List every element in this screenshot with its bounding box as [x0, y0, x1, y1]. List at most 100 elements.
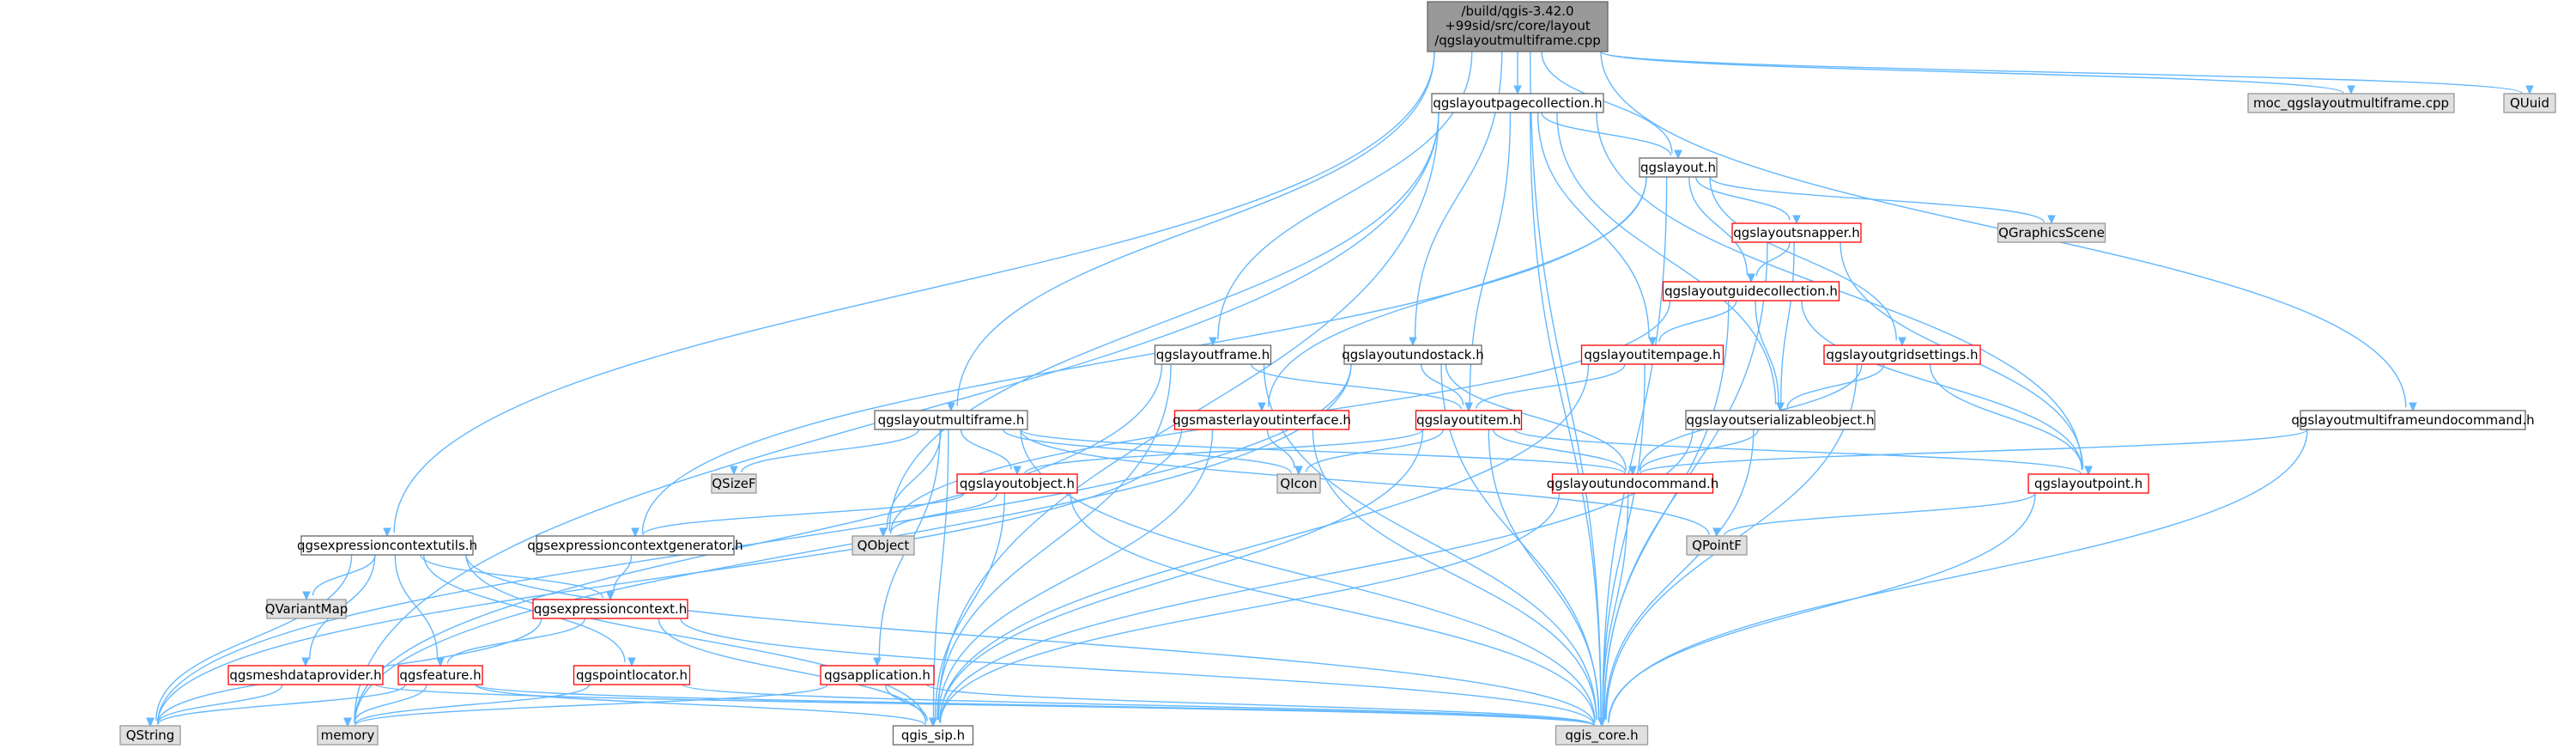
edge-application-to-memory [343, 684, 828, 728]
node-label: QIcon [1280, 476, 1317, 491]
node-label: qgis_core.h [1565, 728, 1638, 744]
node-qsizef[interactable]: QSizeF [711, 473, 757, 494]
node-label: QPointF [1692, 538, 1742, 553]
edge-gridsettings-to-serializable [1776, 363, 1885, 412]
node-label-line: +99sid/src/core/layout [1445, 18, 1591, 33]
node-sip[interactable]: qgis_sip.h [892, 725, 974, 746]
node-label: qgsexpressioncontextutils.h [297, 538, 477, 553]
node-point[interactable]: qgslayoutpoint.h [2027, 473, 2149, 494]
edge-pagecoll-to-serializable [1556, 112, 1785, 412]
node-undocmd[interactable]: qgslayoutundocommand.h [1547, 473, 1719, 494]
edge-undocmd-to-core [1597, 492, 1629, 728]
node-qpointf[interactable]: QPointF [1686, 535, 1748, 556]
edge-item-to-qicon [1294, 429, 1444, 476]
node-qgscene[interactable]: QGraphicsScene [1997, 222, 2106, 243]
edge-layer [146, 51, 2534, 728]
node-meshdp[interactable]: qgsmeshdataprovider.h [227, 665, 384, 685]
edge-pagecoll-to-itempage [1537, 112, 1657, 347]
node-serializable[interactable]: qgslayoutserializableobject.h [1685, 410, 1876, 430]
edge-application-to-sip [885, 684, 937, 728]
edge-snapper-to-serializable [1776, 241, 1795, 412]
node-qstring[interactable]: QString [119, 725, 181, 746]
node-label: qgslayoutitem.h [1416, 412, 1521, 428]
edge-feature-to-qstring [146, 684, 406, 728]
edge-ctxutils-to-qvariantmap [302, 554, 376, 601]
edge-ctxutils-to-exprctx [420, 554, 615, 601]
node-label-line: /qgslayoutmultiframe.cpp [1434, 33, 1601, 48]
edge-root-to-ctxutils [383, 51, 1435, 538]
node-multiframe[interactable]: qgslayoutmultiframe.h [874, 410, 1028, 430]
edge-point-to-core [1597, 492, 2036, 728]
node-frame[interactable]: qgslayoutframe.h [1154, 344, 1272, 365]
edge-undocmd-to-sip [929, 492, 1561, 728]
node-label: qgis_sip.h [901, 728, 965, 744]
node-qvariantmap[interactable]: QVariantMap [265, 599, 349, 619]
edge-multiframe-to-qicon [1003, 429, 1303, 476]
node-label: qgsmasterlayoutinterface.h [1173, 412, 1351, 428]
edge-item-to-point [1513, 429, 2093, 476]
node-masterif[interactable]: qgsmasterlayoutinterface.h [1173, 410, 1351, 430]
node-mfundocmd[interactable]: qgslayoutmultiframeundocommand.h [2291, 410, 2535, 430]
node-label: qgsexpressioncontextgenerator.h [527, 538, 742, 553]
node-label: memory [321, 728, 375, 743]
edge-layout-to-qgscene [1709, 176, 2056, 225]
edge-root-to-pagecoll [1513, 52, 1522, 95]
node-label: QSizeF [712, 476, 755, 491]
edge-root-to-multiframe [947, 51, 1435, 412]
edge-pagecoll-to-layout [1541, 112, 1682, 160]
node-layout[interactable]: qgslayout.h [1639, 157, 1718, 178]
node-quuid[interactable]: QUuid [2503, 93, 2556, 113]
edge-item-to-undocmd [1492, 429, 1637, 476]
edge-layout-to-snapper [1695, 176, 1801, 225]
edge-item-to-layoutobject [1013, 429, 1424, 476]
node-label: qgslayoutserializableobject.h [1686, 412, 1874, 428]
node-snapper[interactable]: qgslayoutsnapper.h [1731, 222, 1862, 243]
node-label: qgslayoutframe.h [1156, 347, 1270, 362]
edge-ctxutils-to-core [465, 554, 1606, 728]
node-qobject[interactable]: QObject [852, 535, 915, 556]
node-label: QGraphicsScene [1998, 225, 2105, 241]
edge-frame-to-item [1251, 363, 1473, 412]
node-undostack[interactable]: qgslayoutundostack.h [1342, 344, 1484, 365]
node-label: qgslayout.h [1640, 160, 1716, 175]
node-label: QUuid [2510, 95, 2549, 111]
node-feature[interactable]: qgsfeature.h [397, 665, 483, 685]
edge-root-to-quuid [1600, 51, 2534, 95]
node-label: qgsapplication.h [824, 667, 930, 683]
node-label: qgslayoutmultiframeundocommand.h [2291, 412, 2534, 428]
edge-feature-to-sip [475, 684, 937, 728]
node-label: qgslayoutitempage.h [1584, 347, 1720, 362]
node-label: qgsexpressioncontext.h [534, 601, 688, 617]
node-pointloc[interactable]: qgspointlocator.h [573, 665, 691, 685]
node-label: QObject [858, 538, 910, 553]
node-itempage[interactable]: qgslayoutitempage.h [1580, 344, 1724, 365]
edge-layout-to-core [1597, 176, 1668, 728]
node-item[interactable]: qgslayoutitem.h [1415, 410, 1523, 430]
edge-layoutobject-to-ctxgen [631, 492, 965, 538]
node-guidecoll[interactable]: qgslayoutguidecollection.h [1662, 281, 1840, 301]
edge-pointloc-to-core [682, 684, 1606, 728]
edge-guidecoll-to-itempage [1648, 300, 1737, 347]
node-pagecoll[interactable]: qgslayoutpagecollection.h [1431, 93, 1604, 113]
node-exprctx[interactable]: qgsexpressioncontext.h [532, 599, 688, 619]
node-application[interactable]: qgsapplication.h [820, 665, 935, 685]
edge-layoutobject-to-qobject [879, 492, 998, 538]
node-moc[interactable]: moc_qgslayoutmultiframe.cpp [2247, 93, 2455, 113]
edge-multiframe-to-qsizef [730, 429, 919, 476]
node-ctxgen[interactable]: qgsexpressioncontextgenerator.h [527, 535, 743, 556]
node-label: moc_qgslayoutmultiframe.cpp [2253, 95, 2449, 112]
edge-exprctx-to-core [680, 618, 1606, 728]
node-label: qgslayoutmultiframe.h [878, 412, 1025, 428]
edge-itempage-to-item [1464, 363, 1626, 412]
node-ctxutils[interactable]: qgsexpressioncontextutils.h [297, 535, 477, 556]
node-gridsettings[interactable]: qgslayoutgridsettings.h [1823, 344, 1981, 365]
node-core[interactable]: qgis_core.h [1555, 725, 1649, 746]
node-layoutobject[interactable]: qgslayoutobject.h [956, 473, 1078, 494]
node-root[interactable]: /build/qgis-3.42.0+99sid/src/core/layout… [1427, 1, 1609, 52]
node-memory[interactable]: memory [317, 725, 379, 746]
node-label: QVariantMap [265, 601, 349, 617]
node-qicon[interactable]: QIcon [1276, 473, 1321, 494]
node-layer: /build/qgis-3.42.0+99sid/src/core/layout… [119, 1, 2556, 746]
edge-mfundocmd-to-undocmd [1628, 429, 2308, 476]
